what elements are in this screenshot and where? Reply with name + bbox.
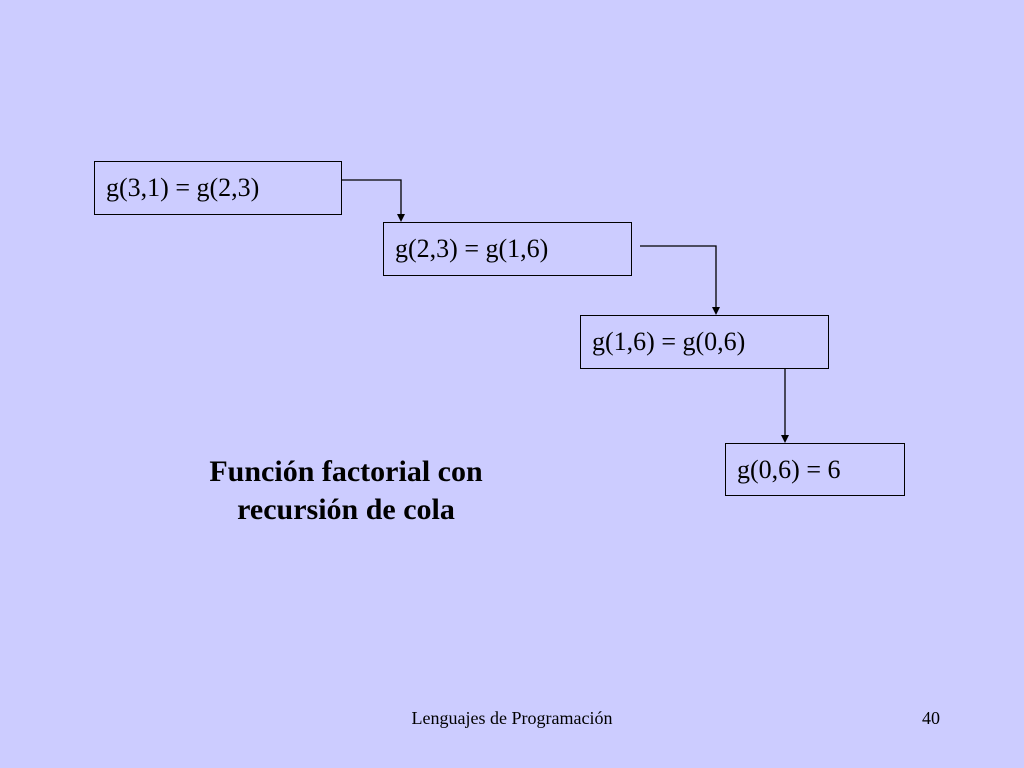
call-box-4: g(0,6) = 6	[725, 443, 905, 496]
footer-title: Lenguajes de Programación	[411, 708, 613, 728]
diagram-caption: Función factorial con recursión de cola	[160, 453, 532, 529]
arrow-box1-to-box2	[342, 179, 405, 222]
call-box-4-text: g(0,6) = 6	[737, 454, 841, 484]
call-box-2: g(2,3) = g(1,6)	[383, 222, 632, 276]
caption-line-1: Función factorial con	[209, 455, 483, 488]
call-box-3: g(1,6) = g(0,6)	[580, 315, 829, 369]
call-box-1-text: g(3,1) = g(2,3)	[106, 173, 260, 202]
arrow-box2-to-box3	[640, 245, 720, 315]
caption-line-2: recursión de cola	[237, 493, 455, 526]
call-box-3-text: g(1,6) = g(0,6)	[592, 327, 746, 356]
page-number: 40	[922, 708, 940, 728]
call-box-1: g(3,1) = g(2,3)	[94, 161, 342, 215]
call-box-2-text: g(2,3) = g(1,6)	[395, 234, 549, 263]
